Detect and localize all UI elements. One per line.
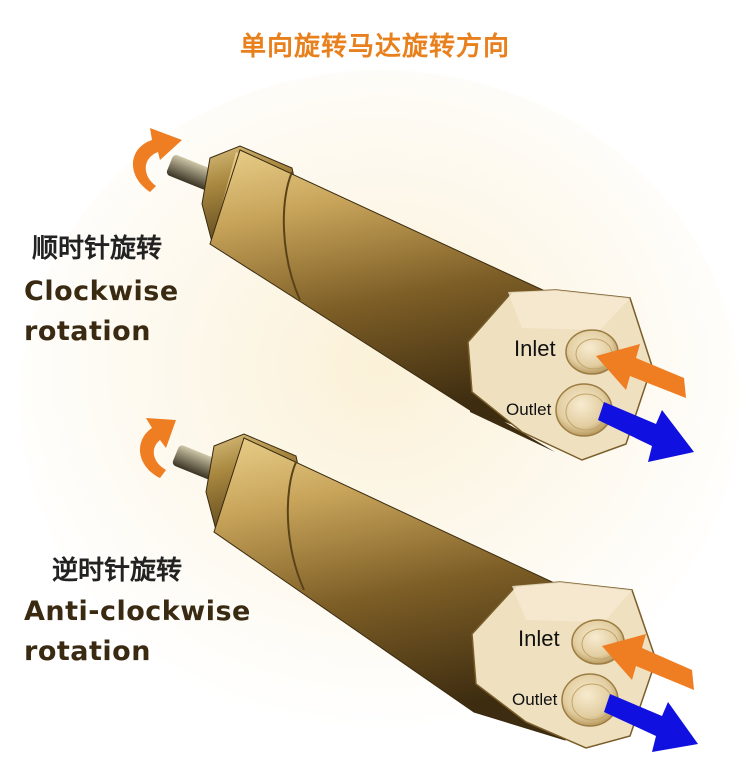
anticlockwise-label-en-line2: rotation [24,632,151,672]
clockwise-label-en-line2: rotation [24,312,151,352]
inlet-label: Inlet [514,336,556,362]
anticlockwise-label-en-line1: Anti-clockwise [24,592,251,632]
outlet-label: Outlet [512,690,557,710]
outlet-label: Outlet [506,400,551,420]
clockwise-label-cn: 顺时针旋转 [32,228,162,265]
inlet-label: Inlet [518,626,560,652]
clockwise-label-en-line1: Clockwise [24,272,179,312]
anticlockwise-label-cn: 逆时针旋转 [52,550,182,587]
